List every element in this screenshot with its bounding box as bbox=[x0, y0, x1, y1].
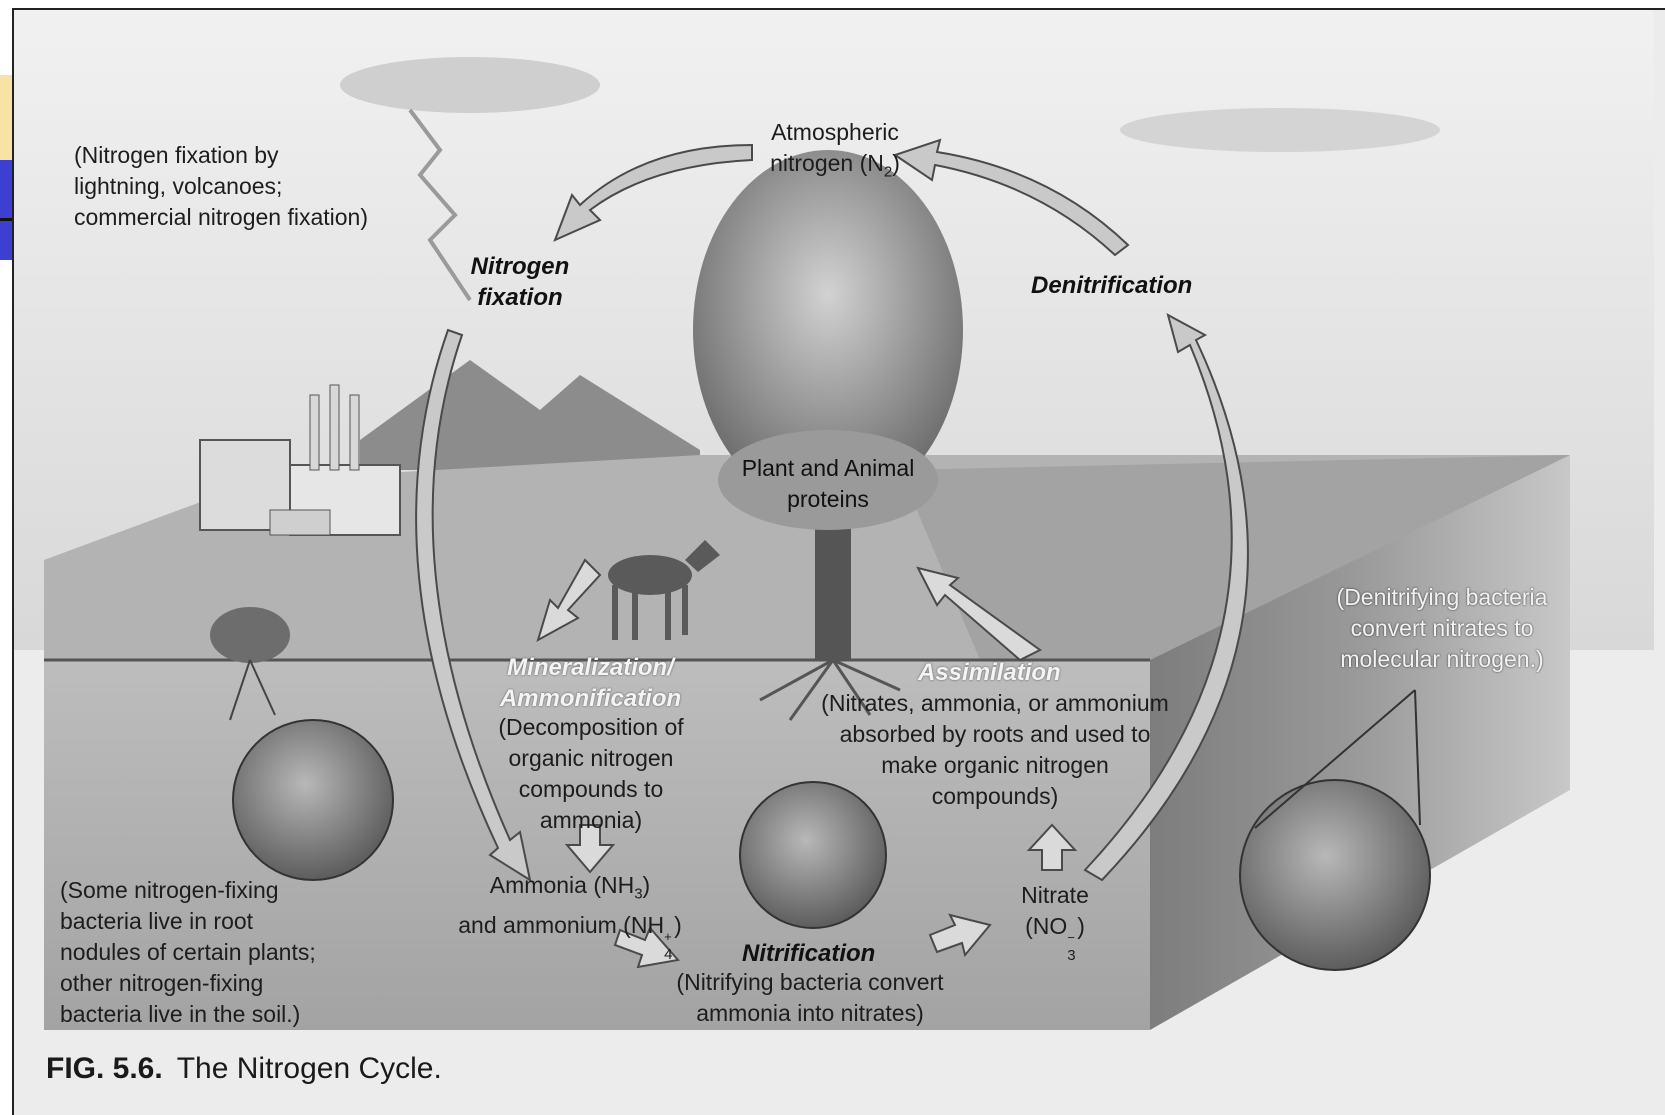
decomposition-note-line: (Decomposition of bbox=[476, 712, 706, 743]
root-nodules-note-line: other nitrogen-fixing bbox=[60, 968, 316, 999]
proteins-line1: Plant and Animal bbox=[718, 453, 938, 484]
assimilation-title: Assimilation bbox=[918, 657, 1061, 688]
nitrifying-note-line: ammonia into nitrates) bbox=[660, 998, 960, 1029]
nitrate-line2: (NO−3) bbox=[1005, 911, 1105, 942]
assimilation-note: (Nitrates, ammonia, or ammonium absorbed… bbox=[795, 688, 1195, 812]
nitrifying-note: (Nitrifying bacteria convert ammonia int… bbox=[660, 967, 960, 1029]
nitrogen-fixation-title: Nitrogen fixation bbox=[440, 251, 600, 313]
magnifier-root-nodules bbox=[233, 720, 393, 880]
lightning-note-line: (Nitrogen fixation by bbox=[74, 140, 368, 171]
root-nodules-note-line: nodules of certain plants; bbox=[60, 937, 316, 968]
root-nodules-note-line: bacteria live in root bbox=[60, 906, 316, 937]
figure-title: The Nitrogen Cycle. bbox=[177, 1052, 442, 1085]
atmospheric-line1: Atmospheric bbox=[735, 117, 935, 148]
denitrifying-note: (Denitrifying bacteria convert nitrates … bbox=[1322, 582, 1562, 675]
figure-caption: FIG. 5.6. The Nitrogen Cycle. bbox=[46, 1052, 442, 1086]
mineralization-title: Mineralization/ Ammonification bbox=[478, 652, 703, 714]
root-nodules-note: (Some nitrogen-fixing bacteria live in r… bbox=[60, 875, 316, 1030]
lightning-note-line: lightning, volcanoes; bbox=[74, 171, 368, 202]
assimilation-note-line: make organic nitrogen bbox=[795, 750, 1195, 781]
cloud-left bbox=[340, 57, 600, 113]
proteins-label: Plant and Animal proteins bbox=[718, 453, 938, 515]
atmospheric-nitrogen-label: Atmospheric nitrogen (N2) bbox=[735, 117, 935, 188]
denitrification-title: Denitrification bbox=[1031, 270, 1192, 301]
ammonia-line: Ammonia (NH3) bbox=[440, 870, 700, 910]
magnifier-denitrifying-bacteria bbox=[1240, 780, 1430, 970]
ammonium-line: and ammonium (NH+4) bbox=[440, 910, 700, 941]
root-nodules-note-line: (Some nitrogen-fixing bbox=[60, 875, 316, 906]
nitrate-label: Nitrate (NO−3) bbox=[1005, 880, 1105, 942]
denitrifying-note-line: convert nitrates to bbox=[1322, 613, 1562, 644]
decomposition-note-line: organic nitrogen bbox=[476, 743, 706, 774]
assimilation-note-line: (Nitrates, ammonia, or ammonium bbox=[795, 688, 1195, 719]
nitrate-line1: Nitrate bbox=[1005, 880, 1105, 911]
fixation-line1: Nitrogen bbox=[440, 251, 600, 282]
denitrifying-note-line: (Denitrifying bacteria bbox=[1322, 582, 1562, 613]
mineralization-line2: Ammonification bbox=[478, 683, 703, 714]
denitrifying-note-line: molecular nitrogen.) bbox=[1322, 644, 1562, 675]
cloud-right bbox=[1120, 108, 1440, 152]
root-nodules-note-line: bacteria live in the soil.) bbox=[60, 999, 316, 1030]
nitrifying-note-line: (Nitrifying bacteria convert bbox=[660, 967, 960, 998]
lightning-note-line: commercial nitrogen fixation) bbox=[74, 202, 368, 233]
ammonia-label: Ammonia (NH3) and ammonium (NH+4) bbox=[440, 870, 700, 941]
decomposition-note-line: ammonia) bbox=[476, 805, 706, 836]
atmospheric-line2: nitrogen (N2) bbox=[735, 148, 935, 188]
fixation-line2: fixation bbox=[440, 282, 600, 313]
lightning-note: (Nitrogen fixation by lightning, volcano… bbox=[74, 140, 368, 233]
figure-number: FIG. 5.6. bbox=[46, 1052, 163, 1085]
decomposition-note-line: compounds to bbox=[476, 774, 706, 805]
decomposition-note: (Decomposition of organic nitrogen compo… bbox=[476, 712, 706, 836]
nitrification-title: Nitrification bbox=[742, 938, 875, 969]
proteins-line2: proteins bbox=[718, 484, 938, 515]
assimilation-note-line: compounds) bbox=[795, 781, 1195, 812]
mineralization-line1: Mineralization/ bbox=[478, 652, 703, 683]
assimilation-note-line: absorbed by roots and used to bbox=[795, 719, 1195, 750]
